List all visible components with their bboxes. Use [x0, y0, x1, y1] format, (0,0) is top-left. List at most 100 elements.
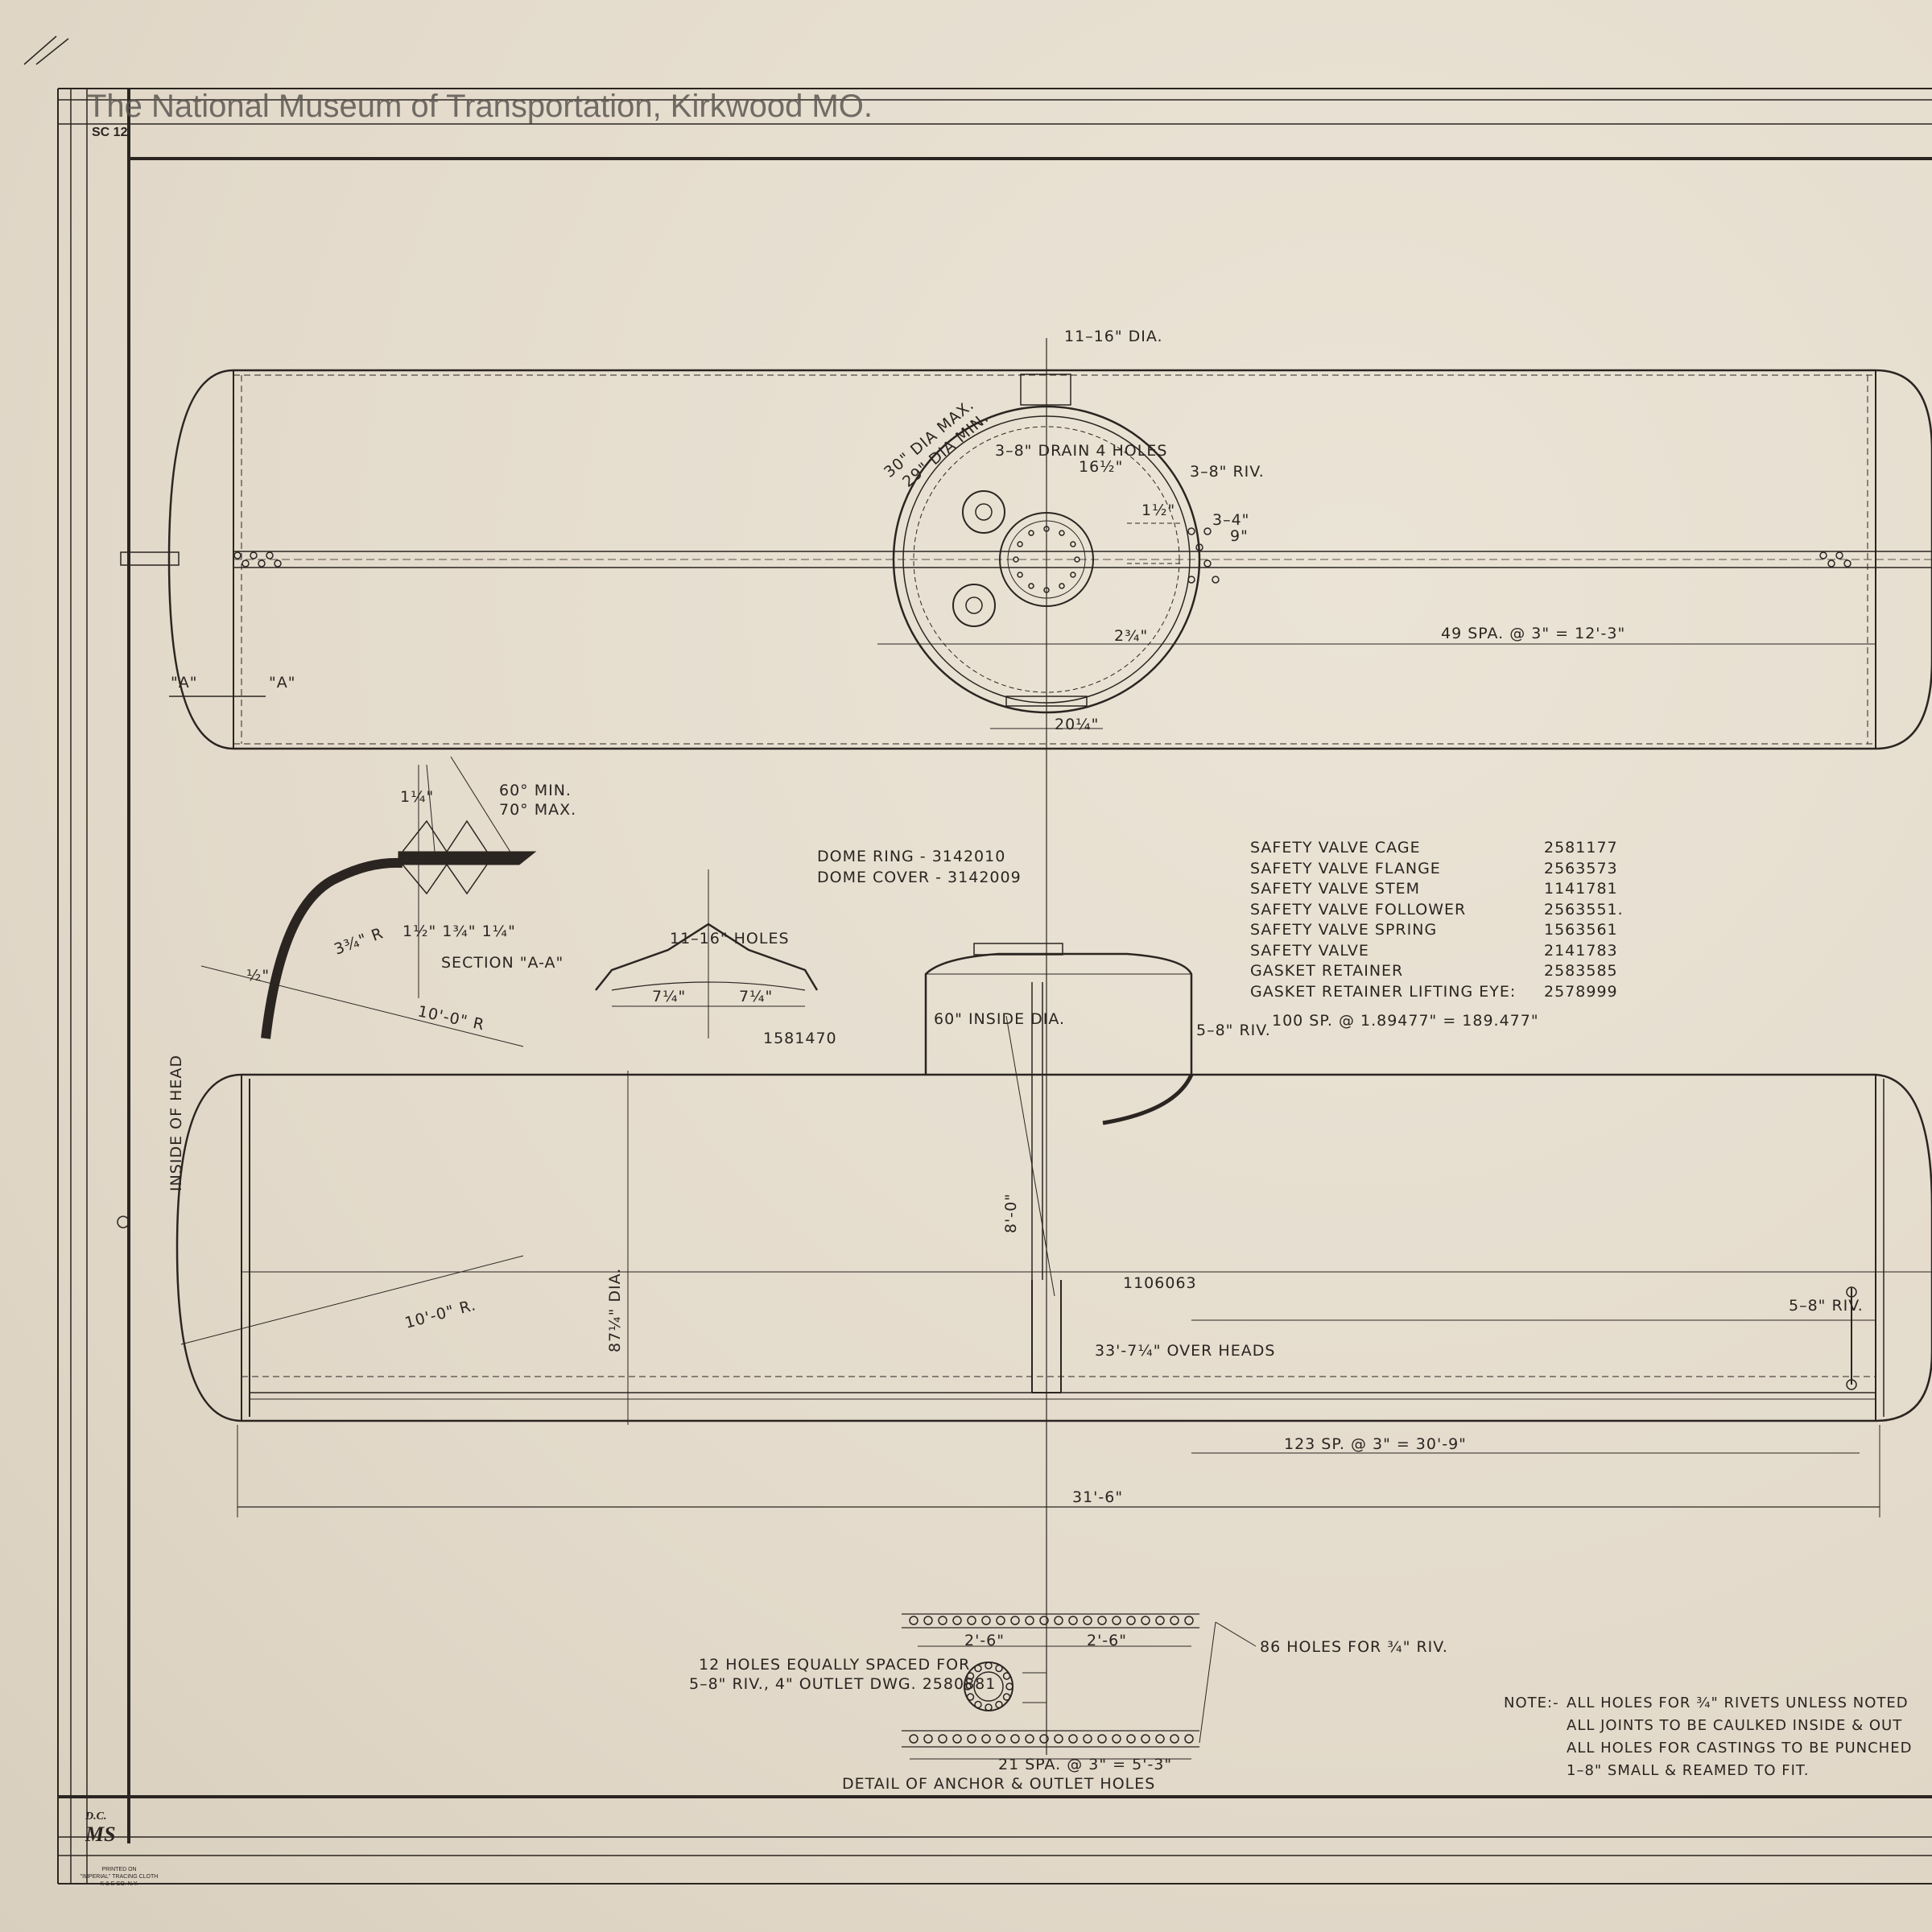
dim-dia-note: 11–16" DIA. [1064, 328, 1163, 345]
radius-3-3-4: 3¾" R [332, 924, 386, 958]
part-number: 1563561 [1544, 921, 1618, 939]
rivet-rows-top [233, 526, 1852, 593]
side-riv-right: 5–8" RIV. [1789, 1297, 1864, 1315]
part-number: 2563573 [1544, 859, 1618, 877]
rivet [996, 1734, 1005, 1744]
rivet [1005, 1682, 1013, 1690]
part-number: 2581177 [1544, 839, 1618, 857]
rivet [909, 1616, 919, 1625]
rivet [974, 1700, 982, 1709]
rivet [233, 551, 242, 559]
rivet [1184, 1616, 1194, 1625]
rivet [995, 1664, 1003, 1673]
rivet [1068, 1616, 1078, 1625]
side-radius-10: 10'-0" R. [403, 1296, 478, 1332]
rivet [1043, 526, 1050, 532]
dim-top-spacing: 49 SPA. @ 3" = 12'-3" [1441, 625, 1625, 642]
rivet [1170, 1616, 1179, 1625]
dome-spacing: 100 SP. @ 1.89477" = 189.477" [1272, 1012, 1539, 1030]
rivet [923, 1616, 933, 1625]
rivet [981, 1734, 991, 1744]
side-view-tank [117, 943, 1932, 1517]
part-name: GASKET RETAINER LIFTING EYE: [1250, 982, 1517, 1001]
anchor-spacing: 21 SPA. @ 3" = 5'-3" [998, 1756, 1172, 1773]
rivet [1126, 1734, 1136, 1744]
rivet [1097, 1734, 1107, 1744]
note-line: ALL HOLES FOR CASTINGS TO BE PUNCHED [1567, 1740, 1913, 1757]
rivet [1835, 551, 1843, 559]
rivet [985, 1662, 993, 1670]
inside-of-head: INSIDE OF HEAD [167, 1055, 185, 1191]
rivet [1013, 556, 1019, 563]
rivet [995, 1700, 1003, 1709]
part-name: SAFETY VALVE STEM [1250, 880, 1420, 898]
rivet [1059, 583, 1065, 589]
rivet [1028, 530, 1034, 536]
rivet [952, 1616, 962, 1625]
rivet [938, 1734, 947, 1744]
rivet [250, 551, 258, 559]
dome-cover: DOME COVER - 3142009 [817, 869, 1022, 886]
rivet [274, 559, 282, 568]
rivet [1141, 1616, 1150, 1625]
rivet [1025, 1616, 1034, 1625]
rivet [258, 559, 266, 568]
rivet [974, 1664, 982, 1673]
rivet [1155, 1616, 1165, 1625]
section-a-a-label: SECTION "A-A" [441, 954, 564, 972]
rivet [966, 1693, 975, 1701]
rivet [938, 1616, 947, 1625]
rivet [1002, 1693, 1011, 1701]
rivet [266, 551, 274, 559]
rivet [985, 1703, 993, 1711]
part-name: SAFETY VALVE FLANGE [1250, 859, 1441, 877]
dim-riv-3-8: 3–8" RIV. [1190, 463, 1265, 481]
side-part-no: 1106063 [1123, 1274, 1197, 1292]
anchor-dim-right: 2'-6" [1087, 1632, 1127, 1649]
rivet [242, 559, 250, 568]
rivet [1112, 1734, 1121, 1744]
anchor-rivets [909, 1616, 1194, 1744]
rivet [1083, 1734, 1092, 1744]
parts-row: SAFETY VALVE FLANGE 2563573 [1250, 860, 1624, 881]
anchor-title: DETAIL OF ANCHOR & OUTLET HOLES [842, 1775, 1155, 1793]
rivet [967, 1734, 976, 1744]
dome-inside-dia: 60" INSIDE DIA. [934, 1010, 1065, 1028]
part-name: SAFETY VALVE [1250, 941, 1369, 960]
dome-ring: DOME RING - 3142010 [817, 848, 1005, 865]
note-line: 1–8" SMALL & REAMED TO FIT. [1567, 1762, 1810, 1779]
rivet [909, 1734, 919, 1744]
part-number: 1141781 [1544, 880, 1618, 898]
dim-2-3-4: 2¾" [1114, 627, 1148, 645]
anchor-holes-86: 86 HOLES FOR ¾" RIV. [1260, 1638, 1448, 1656]
border-frame [23, 35, 1932, 1885]
rivet [1010, 1616, 1020, 1625]
part-name: SAFETY VALVE FOLLOWER [1250, 900, 1467, 919]
dim-1-half: 1½" [1141, 502, 1175, 519]
rivet [1010, 1734, 1020, 1744]
rivet [1141, 1734, 1150, 1744]
sheet-code: SC 12 [92, 126, 128, 139]
rivet [1126, 1616, 1136, 1625]
printed-on-line: PRINTED ON [101, 1867, 137, 1872]
part-number: 2578999 [1544, 982, 1618, 1001]
rivet [1059, 530, 1065, 536]
rivet [1112, 1616, 1121, 1625]
side-spacing: 123 SP. @ 3" = 30'-9" [1284, 1435, 1467, 1453]
anchor-note-2: 5–8" RIV., 4" OUTLET DWG. 2580881 [689, 1675, 996, 1693]
section-marker-right: "A" [269, 674, 295, 691]
angle-min: 60° MIN. [499, 782, 572, 799]
printed-on-line: K & E CO. N.Y. [100, 1881, 138, 1887]
side-diameter: 87¼" DIA. [606, 1268, 624, 1352]
initials-top: D.C. [85, 1810, 107, 1823]
rivet [1184, 1734, 1194, 1744]
angle-max: 70° MAX. [499, 801, 576, 819]
dim-half: ½" [246, 967, 270, 985]
anchor-note-1: 12 HOLES EQUALLY SPACED FOR [699, 1656, 970, 1674]
side-over-heads: 33'-7¼" OVER HEADS [1095, 1342, 1275, 1360]
part-name: GASKET RETAINER [1250, 962, 1404, 980]
